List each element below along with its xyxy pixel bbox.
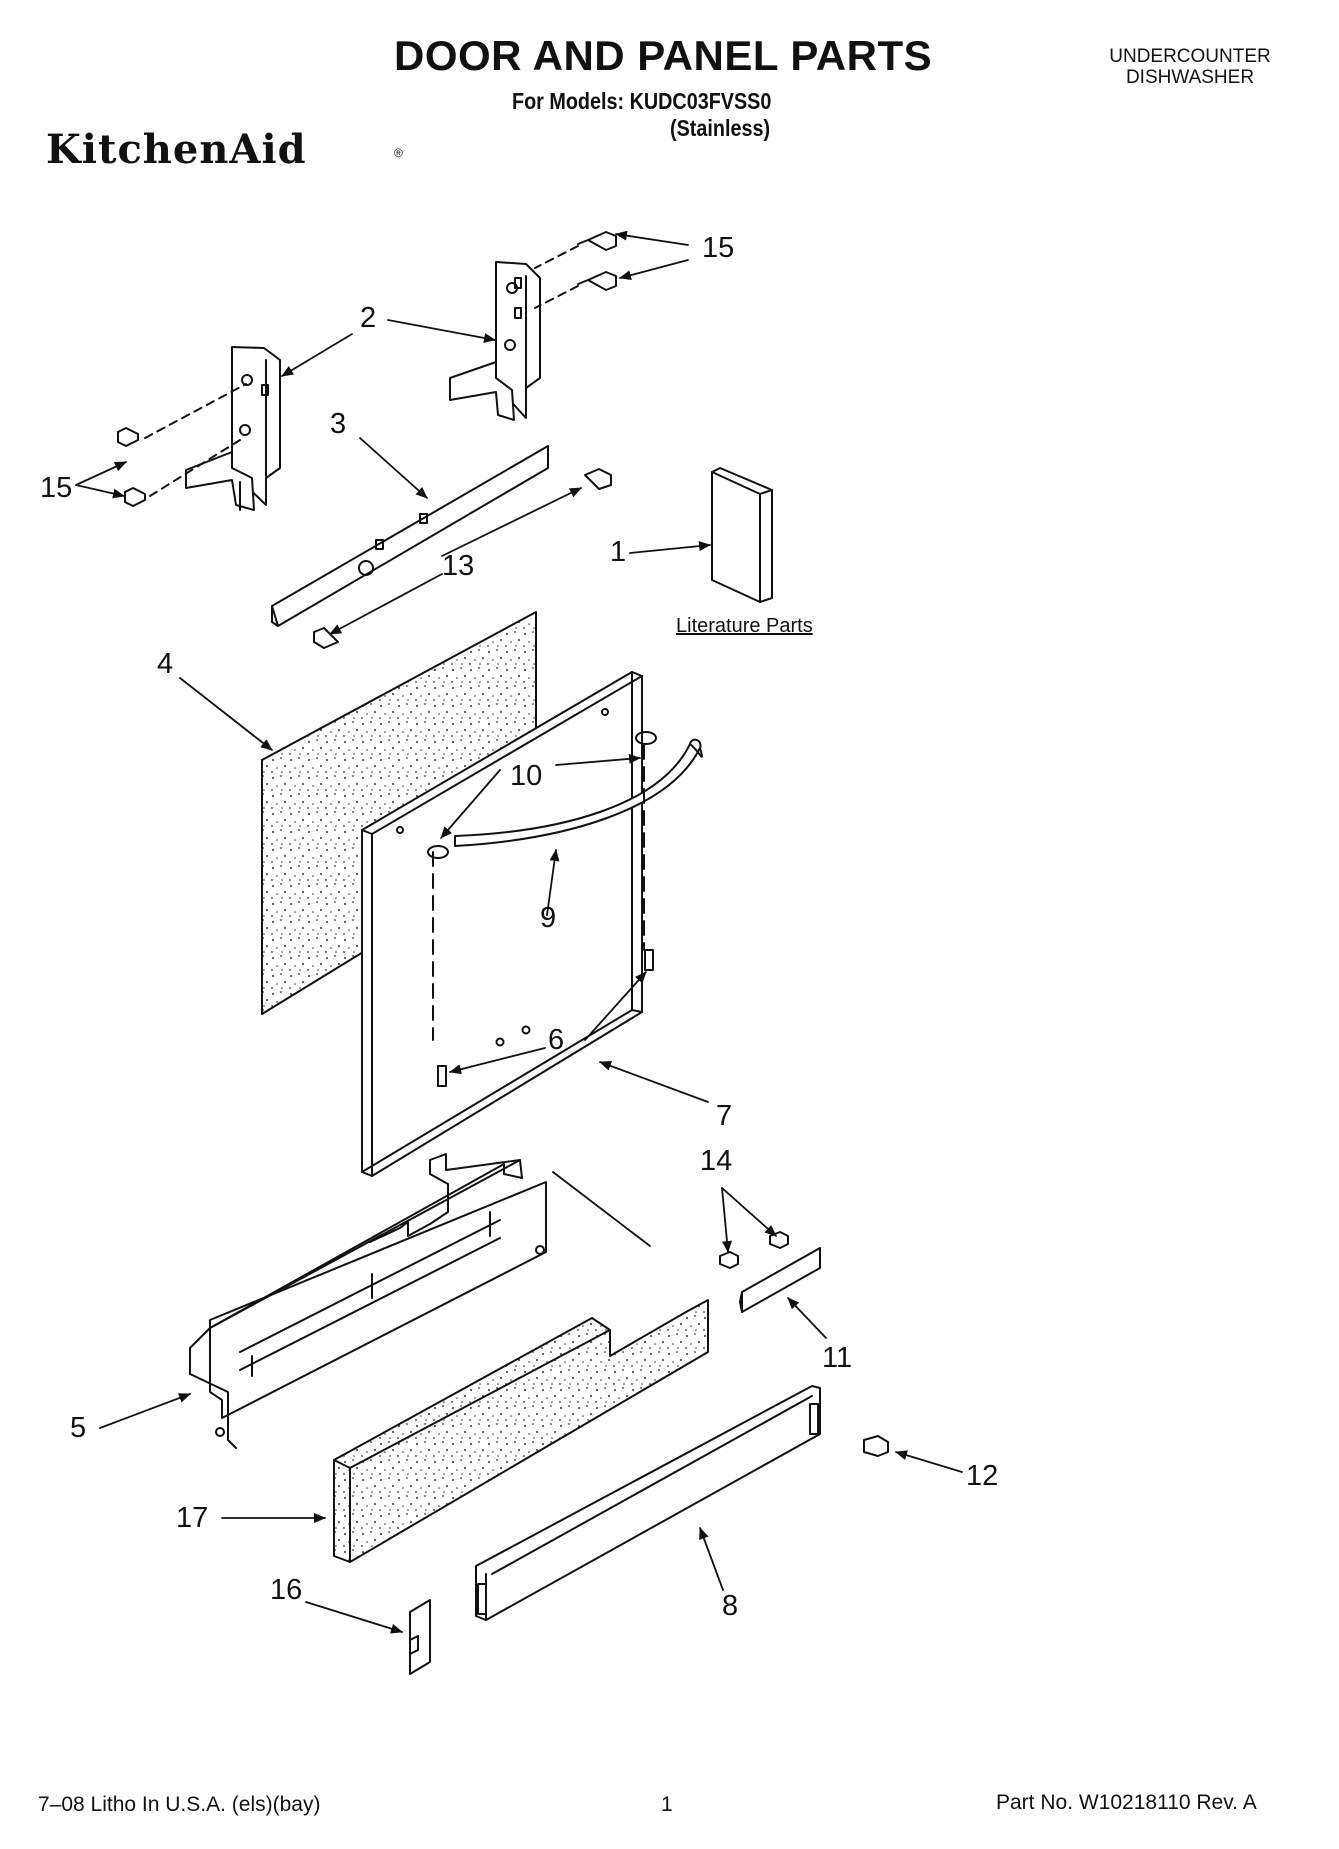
hinge-screws: [117, 231, 617, 507]
brand-logo: KitchenAid: [46, 126, 307, 173]
hinge-bracket-right: [449, 261, 541, 421]
literature-booklet: [711, 467, 773, 603]
callout-2: 2: [360, 302, 377, 334]
callout-14: 14: [700, 1145, 733, 1177]
literature-parts-label: Literature Parts: [676, 615, 813, 637]
page-title: DOOR AND PANEL PARTS: [394, 32, 933, 79]
callout-10: 10: [510, 760, 543, 792]
callout-leader-lines: [75, 230, 963, 1634]
part-number: Part No. W10218110 Rev. A: [996, 1791, 1257, 1814]
callout-17: 17: [176, 1502, 209, 1534]
callout-1: 1: [610, 536, 627, 568]
print-info: 7–08 Litho In U.S.A. (els)(bay): [38, 1793, 321, 1816]
variant-label: (Stainless): [670, 115, 771, 141]
callout-16: 16: [270, 1574, 303, 1606]
brace-screws: [313, 468, 612, 649]
callout-15-right: 15: [702, 232, 735, 264]
page-number: 1: [661, 1793, 673, 1816]
callout-13: 13: [442, 550, 475, 582]
hinge-bracket-left: [185, 346, 281, 511]
callout-6: 6: [548, 1024, 565, 1056]
toe-panel-clip: [409, 1599, 431, 1675]
door-bottom-frame: [189, 1153, 547, 1449]
toe-panel-insulation: [333, 1299, 709, 1563]
callout-8: 8: [722, 1590, 739, 1622]
door-handle: [427, 731, 703, 1087]
callout-15-left: 15: [40, 472, 73, 504]
door-bottom-bracket: [719, 1231, 821, 1313]
toe-panel: [475, 1385, 821, 1621]
callout-5: 5: [70, 1412, 87, 1444]
appliance-line-2: DISHWASHER: [1125, 67, 1255, 88]
outer-door-panel: [361, 671, 643, 1177]
door-brace: [271, 445, 549, 627]
brand-registered-mark: ®: [394, 146, 403, 160]
appliance-type: UNDERCOUNTER DISHWASHER: [1100, 46, 1280, 88]
callout-7: 7: [716, 1100, 733, 1132]
callout-4: 4: [157, 648, 174, 680]
callout-11: 11: [822, 1342, 853, 1374]
callout-12: 12: [966, 1460, 999, 1492]
appliance-line-1: UNDERCOUNTER: [1109, 46, 1271, 67]
toe-panel-screw: [863, 1435, 889, 1457]
models-line: For Models: KUDC03FVSS0: [512, 88, 772, 114]
callout-9: 9: [540, 902, 557, 934]
callout-3: 3: [330, 408, 347, 440]
